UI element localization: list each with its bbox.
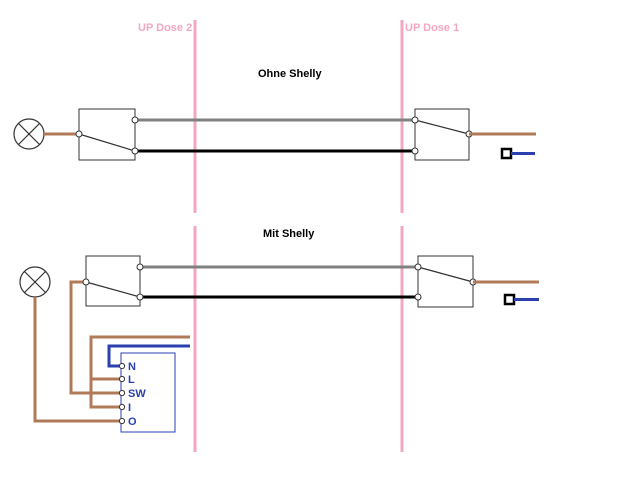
terminal-square-icon: [503, 293, 516, 306]
shelly-terminal-label-o: O: [128, 416, 137, 428]
section-without-shelly: Ohne Shelly: [13, 68, 536, 161]
phase-feed-wire: [89, 335, 190, 409]
terminal-square-icon: [500, 147, 513, 160]
shelly-module: N L SW I O: [118, 352, 176, 433]
section-title-without-shelly: Ohne Shelly: [258, 68, 322, 80]
lamp-icon: [13, 118, 45, 150]
neutral-feed-wire: [107, 344, 190, 368]
changeover-switch-icon: [75, 108, 139, 161]
up-dose-1-label: UP Dose 1: [405, 22, 459, 34]
shelly-terminal-i: [118, 403, 126, 411]
shelly-terminal-l: [118, 375, 126, 383]
lamp-to-output-wire: [33, 297, 122, 423]
zone-dividers: UP Dose 2 UP Dose 1: [138, 20, 459, 452]
changeover-switch-icon: [414, 255, 477, 308]
shelly-terminal-sw: [118, 389, 126, 397]
switch-to-sw-wire: [69, 280, 122, 395]
lamp-icon: [19, 266, 51, 298]
changeover-switch-icon: [82, 255, 144, 307]
up-dose-2-label: UP Dose 2: [138, 22, 192, 34]
shelly-terminal-label-n: N: [128, 361, 136, 373]
shelly-terminal-label-i: I: [128, 402, 131, 414]
shelly-terminal-label-sw: SW: [128, 388, 146, 400]
shelly-terminal-label-l: L: [128, 374, 135, 386]
shelly-module-body: [120, 352, 176, 433]
section-with-shelly: Mit Shelly: [19, 228, 539, 433]
changeover-switch-icon: [411, 108, 473, 161]
shelly-terminal-o: [118, 417, 126, 425]
section-title-with-shelly: Mit Shelly: [263, 228, 315, 240]
shelly-terminal-n: [118, 362, 126, 370]
